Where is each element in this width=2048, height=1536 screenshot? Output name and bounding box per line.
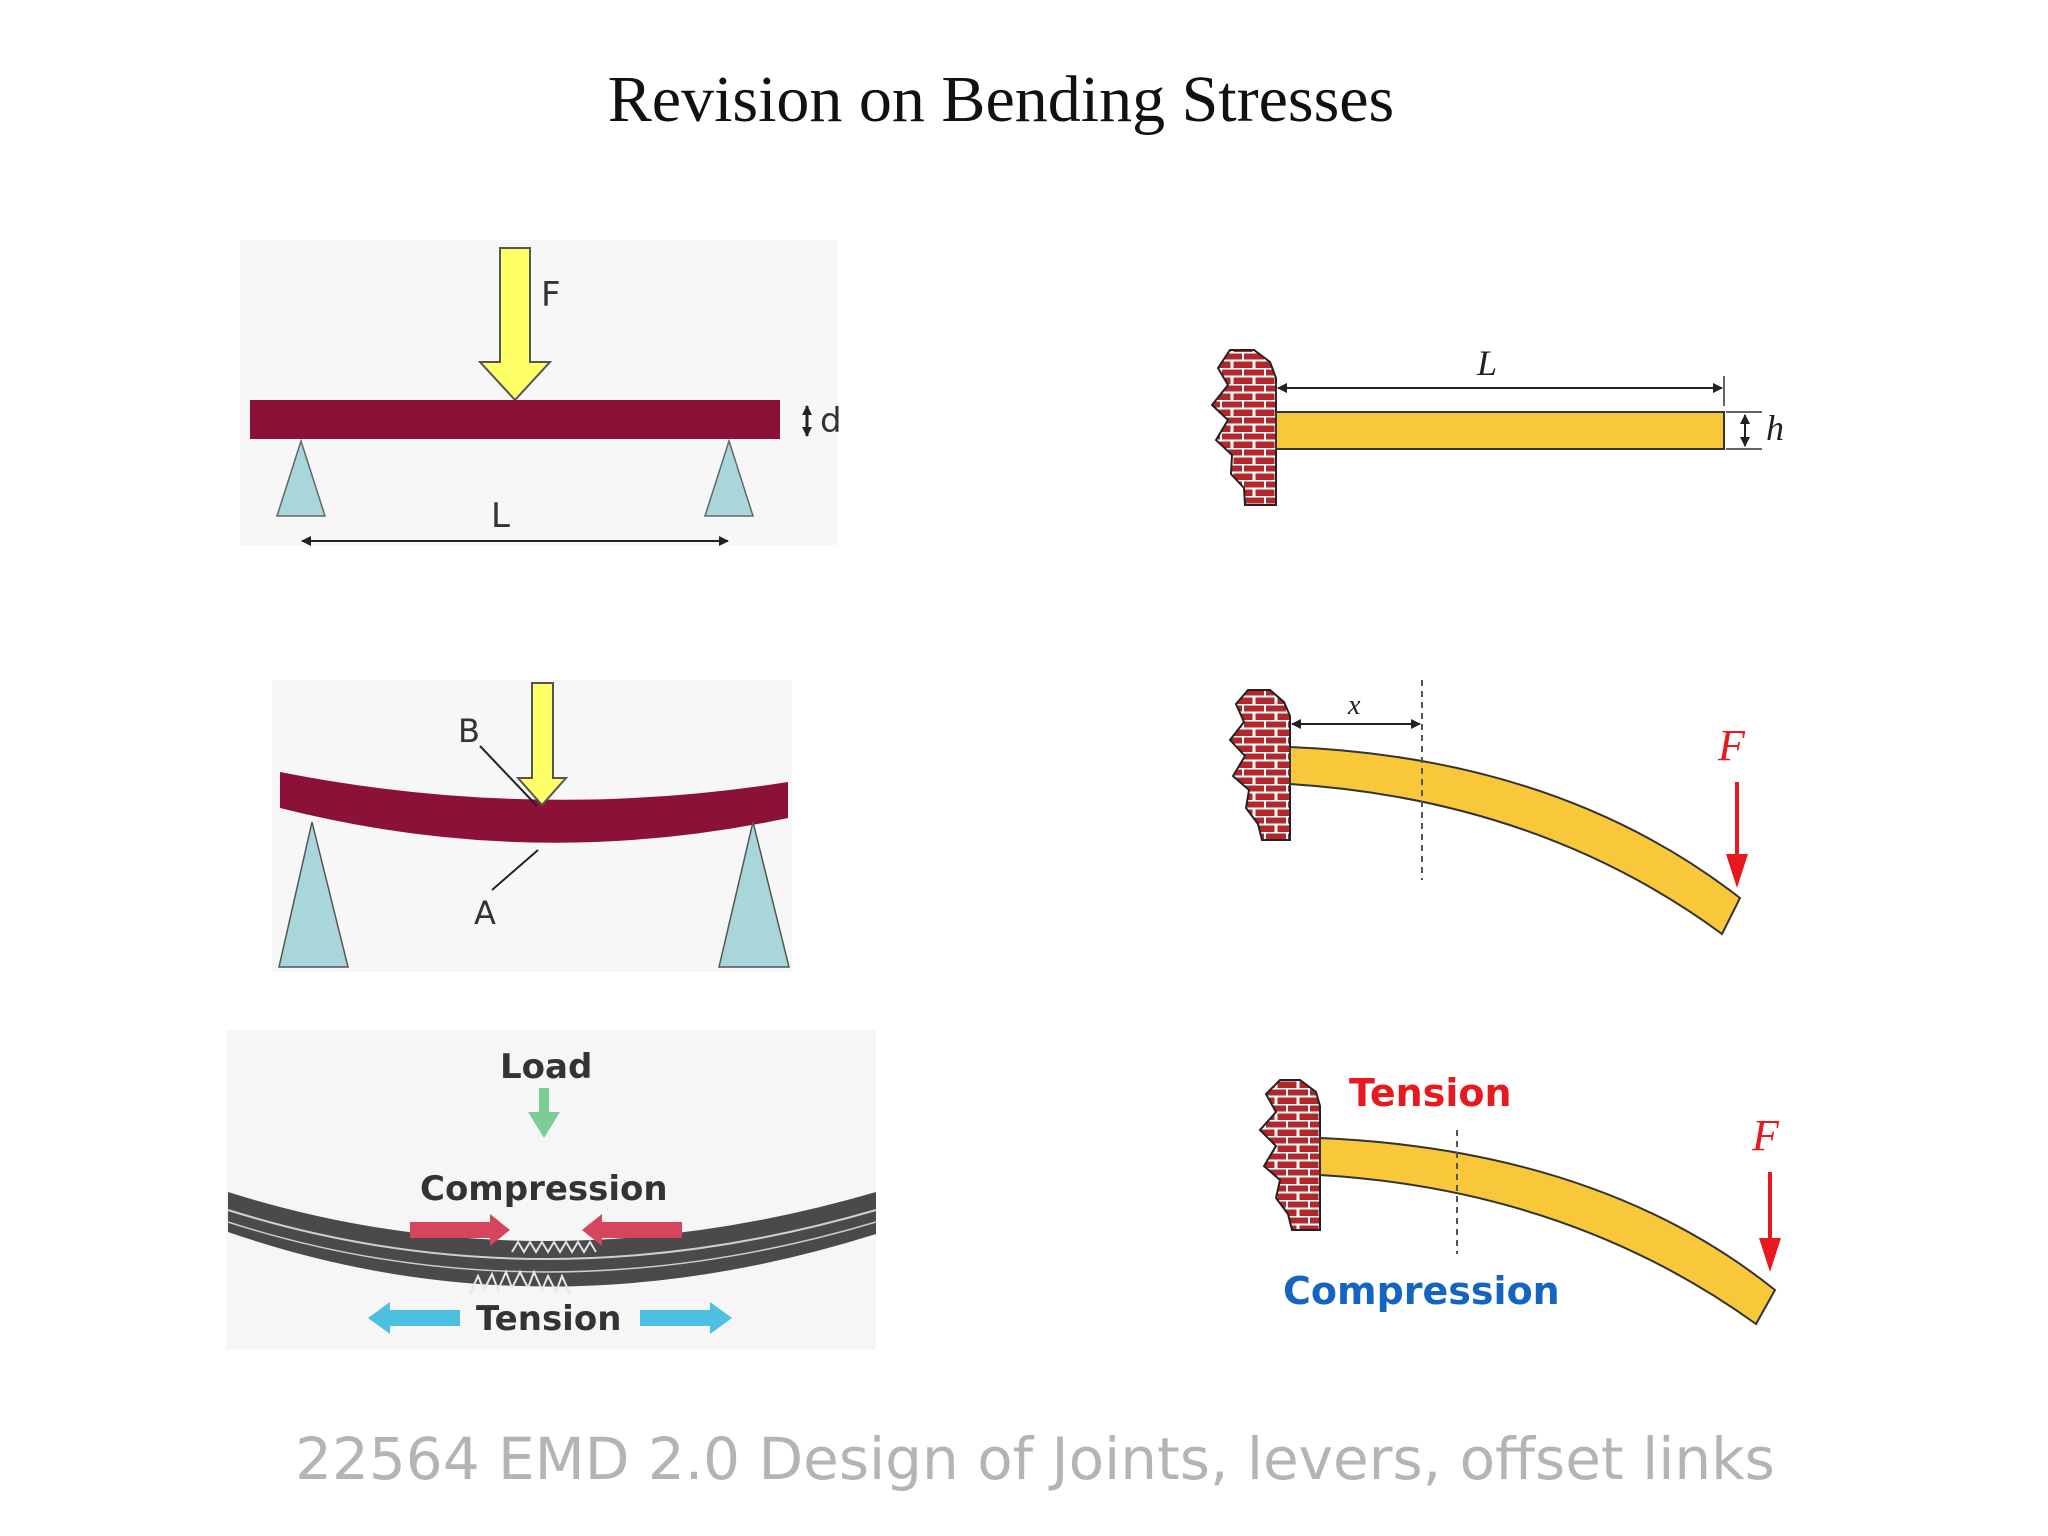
- wall-icon: [1258, 1079, 1321, 1231]
- compression-arrow-icon: [410, 1214, 510, 1246]
- tension-arrow-icon: [368, 1302, 460, 1334]
- left-support-icon: [278, 821, 349, 968]
- force-label: F: [1751, 1111, 1780, 1160]
- bent-beam-panel: B A: [272, 680, 792, 972]
- x-label: x: [1347, 690, 1361, 721]
- slide-footer: 22564 EMD 2.0 Design of Joints, levers, …: [295, 1425, 1775, 1493]
- right-support-icon: [718, 821, 790, 968]
- force-arrow-icon: [1759, 1238, 1781, 1272]
- load-arrow-icon: [528, 1112, 560, 1138]
- force-label: F: [1717, 721, 1746, 770]
- stress-beam-panel: Load Compression Tension: [226, 1030, 877, 1350]
- compression-arrow-icon: [582, 1214, 682, 1246]
- length-label: L: [1476, 343, 1497, 383]
- cantilever-panel: L h: [1210, 343, 1784, 506]
- force-arrow-icon: [1726, 854, 1748, 888]
- dark-beam: [228, 1192, 876, 1287]
- leader-line: [479, 745, 538, 807]
- leader-line: [491, 849, 539, 891]
- tension-arrow-icon: [640, 1302, 732, 1334]
- bent-maroon-beam: [280, 772, 788, 843]
- simply-supported-beam-panel: F d L: [240, 240, 842, 546]
- compression-label: Compression: [420, 1169, 668, 1209]
- panel-background: [226, 1030, 876, 1350]
- cantilever-loaded-panel: x F: [1228, 680, 1748, 936]
- deflected-yellow-beam: [1289, 745, 1742, 936]
- depth-label: d: [820, 401, 842, 441]
- height-label: h: [1766, 408, 1784, 448]
- force-arrow-icon: [477, 247, 553, 402]
- force-label: F: [541, 275, 561, 315]
- compression-label: Compression: [1283, 1269, 1560, 1313]
- tension-label: Tension: [1349, 1071, 1512, 1115]
- beam-layer-line: [227, 1221, 877, 1273]
- tension-label: Tension: [476, 1299, 621, 1339]
- slide-title: Revision on Bending Stresses: [607, 63, 1395, 136]
- point-b-label: B: [458, 712, 480, 750]
- tension-crack-icon: [469, 1269, 571, 1295]
- point-a-label: A: [474, 894, 496, 932]
- neutral-axis-line: [227, 1209, 877, 1260]
- length-label: L: [491, 496, 510, 536]
- load-label: Load: [500, 1047, 592, 1087]
- wall-icon: [1210, 349, 1277, 506]
- compression-wrinkle-icon: [511, 1240, 597, 1254]
- force-arrow-icon: [515, 682, 569, 807]
- left-support-icon: [275, 438, 327, 517]
- deflected-yellow-beam: [1319, 1136, 1777, 1326]
- cantilever-stress-panel: Tension Compression F: [1258, 1071, 1781, 1326]
- load-arrow-shaft: [539, 1088, 549, 1116]
- yellow-beam: [1275, 411, 1725, 450]
- right-support-icon: [703, 438, 755, 517]
- maroon-beam: [250, 400, 780, 439]
- wall-icon: [1228, 689, 1291, 841]
